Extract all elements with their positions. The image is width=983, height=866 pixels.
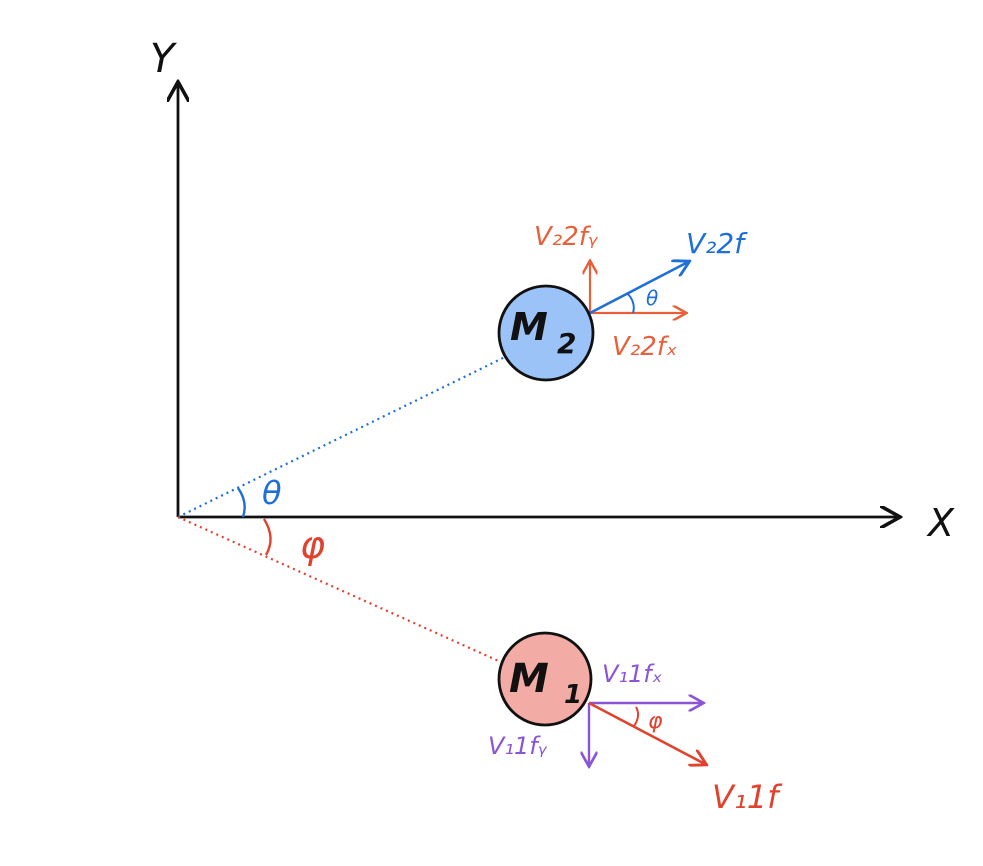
phi-angle-origin: φ [262,518,325,567]
mass1-group: φ M 1 V₁1fₓ V₁1fᵧ V₁1f [488,631,783,816]
v1f-y-label: V₁1fᵧ [488,732,548,760]
v1f-angle-label: φ [648,709,663,734]
mass1-label: M [509,656,549,702]
mass2-group: θ M 2 V₂2f V₂2fᵧ V₂2fₓ [497,222,748,382]
theta-label: θ [262,474,282,512]
theta-angle-origin: θ [237,474,282,518]
mass2-circle [497,284,595,382]
v2f-y-label: V₂2fᵧ [534,222,599,252]
mass2-label: M [510,305,548,349]
v2f-label: V₂2f [686,227,748,260]
v2f-angle-arc [627,293,635,314]
phi-label: φ [300,523,325,567]
theta-arc [237,487,246,518]
v1f-label: V₁1f [712,778,783,816]
v2f-angle-label: θ [646,286,658,310]
v1f-x-label: V₁1fₓ [602,660,662,688]
y-axis-label: Y [150,36,178,82]
mass1-subscript: 1 [564,680,582,710]
phi-arc [262,518,272,556]
line-to-mass2 [177,356,506,518]
line-to-mass1 [177,515,504,665]
v1f-vector-arrow [588,701,705,764]
x-axis-label: X [926,501,955,545]
mass2-subscript: 2 [557,327,576,360]
v2f-x-label: V₂2fₓ [612,332,677,362]
v2f-vector-arrow [589,262,688,315]
mass1-circle [497,631,593,727]
v1f-angle-arc [633,706,640,727]
axes: Y X [150,36,955,545]
